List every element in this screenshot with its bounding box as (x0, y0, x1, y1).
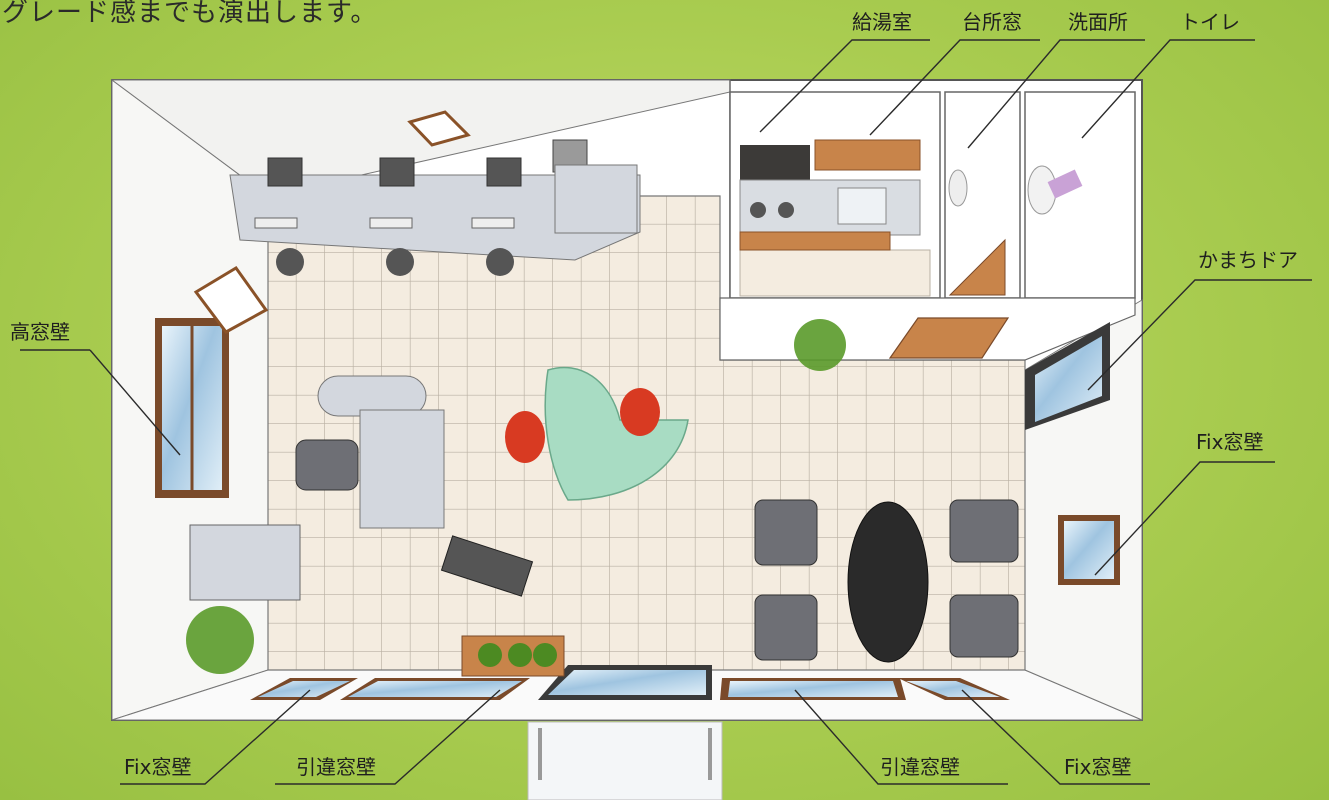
office-chair-3 (486, 248, 514, 276)
filing-cabinet (554, 164, 638, 234)
keyboard-2 (369, 217, 413, 229)
sofa-chair-4 (949, 594, 1019, 658)
kitchen-lower-cabinet (739, 231, 891, 251)
callout-senmenjo: 洗面所 (1068, 10, 1128, 34)
kitchen-counter (739, 179, 921, 236)
washbasin (948, 169, 968, 207)
callout-fix-mado-kabe-bottom-right: Fix窓壁 (1064, 755, 1132, 779)
storage-cabinet (189, 524, 301, 601)
glass-meeting-table (544, 366, 689, 501)
keyboard-3 (471, 217, 515, 229)
washroom-door (948, 238, 1006, 296)
kitchenette-floor (739, 249, 931, 297)
burner-2 (778, 202, 794, 218)
kitchen-upper-cabinet (814, 139, 921, 171)
toilet-paper (1047, 169, 1083, 199)
plant-partition (794, 319, 846, 371)
burner-1 (750, 202, 766, 218)
callout-fix-mado-kabe-bottom-left: Fix窓壁 (124, 755, 192, 779)
kitchen-range-hood (740, 145, 810, 183)
callout-kamachi-door: かまちドア (1198, 248, 1298, 272)
reception-table (847, 501, 929, 663)
page-caption: グレード感までも演出します。 (2, 0, 378, 28)
fix-window-right-glass (1064, 521, 1114, 579)
callout-toire: トイレ (1180, 10, 1240, 34)
callout-takamado-kabe: 高窓壁 (10, 320, 70, 344)
manager-chair (295, 439, 359, 491)
right-upper-window-glass (1035, 336, 1102, 422)
easel-board (193, 266, 269, 334)
office-chair-2 (386, 248, 414, 276)
office-chair-1 (276, 248, 304, 276)
wall-picture (407, 110, 471, 147)
callout-hikichigai-mado-kabe-left: 引違窓壁 (296, 755, 376, 779)
monitor-1 (267, 157, 303, 187)
kamachi-door (888, 317, 1010, 359)
callout-daidokoro-mado: 台所窓 (962, 10, 1022, 34)
callout-kyutoshitsu: 給湯室 (852, 10, 912, 34)
sofa-chair-1 (754, 499, 818, 566)
kitchen-sink (837, 187, 887, 225)
monitor-2 (379, 157, 415, 187)
manager-desk (359, 409, 445, 529)
sofa-chair-3 (949, 499, 1019, 563)
red-chair-left (505, 411, 545, 463)
entrance-step (527, 721, 723, 800)
monitor-3 (486, 157, 522, 187)
callout-lines (20, 39, 1312, 785)
plant-bottom-left (186, 606, 254, 674)
red-chair-right (620, 388, 660, 436)
sofa-chair-2 (754, 594, 818, 661)
keyboard-1 (254, 217, 298, 229)
callout-fix-mado-kabe-right: Fix窓壁 (1196, 430, 1264, 454)
callout-hikichigai-mado-kabe-right: 引違窓壁 (880, 755, 960, 779)
cart (440, 535, 534, 597)
